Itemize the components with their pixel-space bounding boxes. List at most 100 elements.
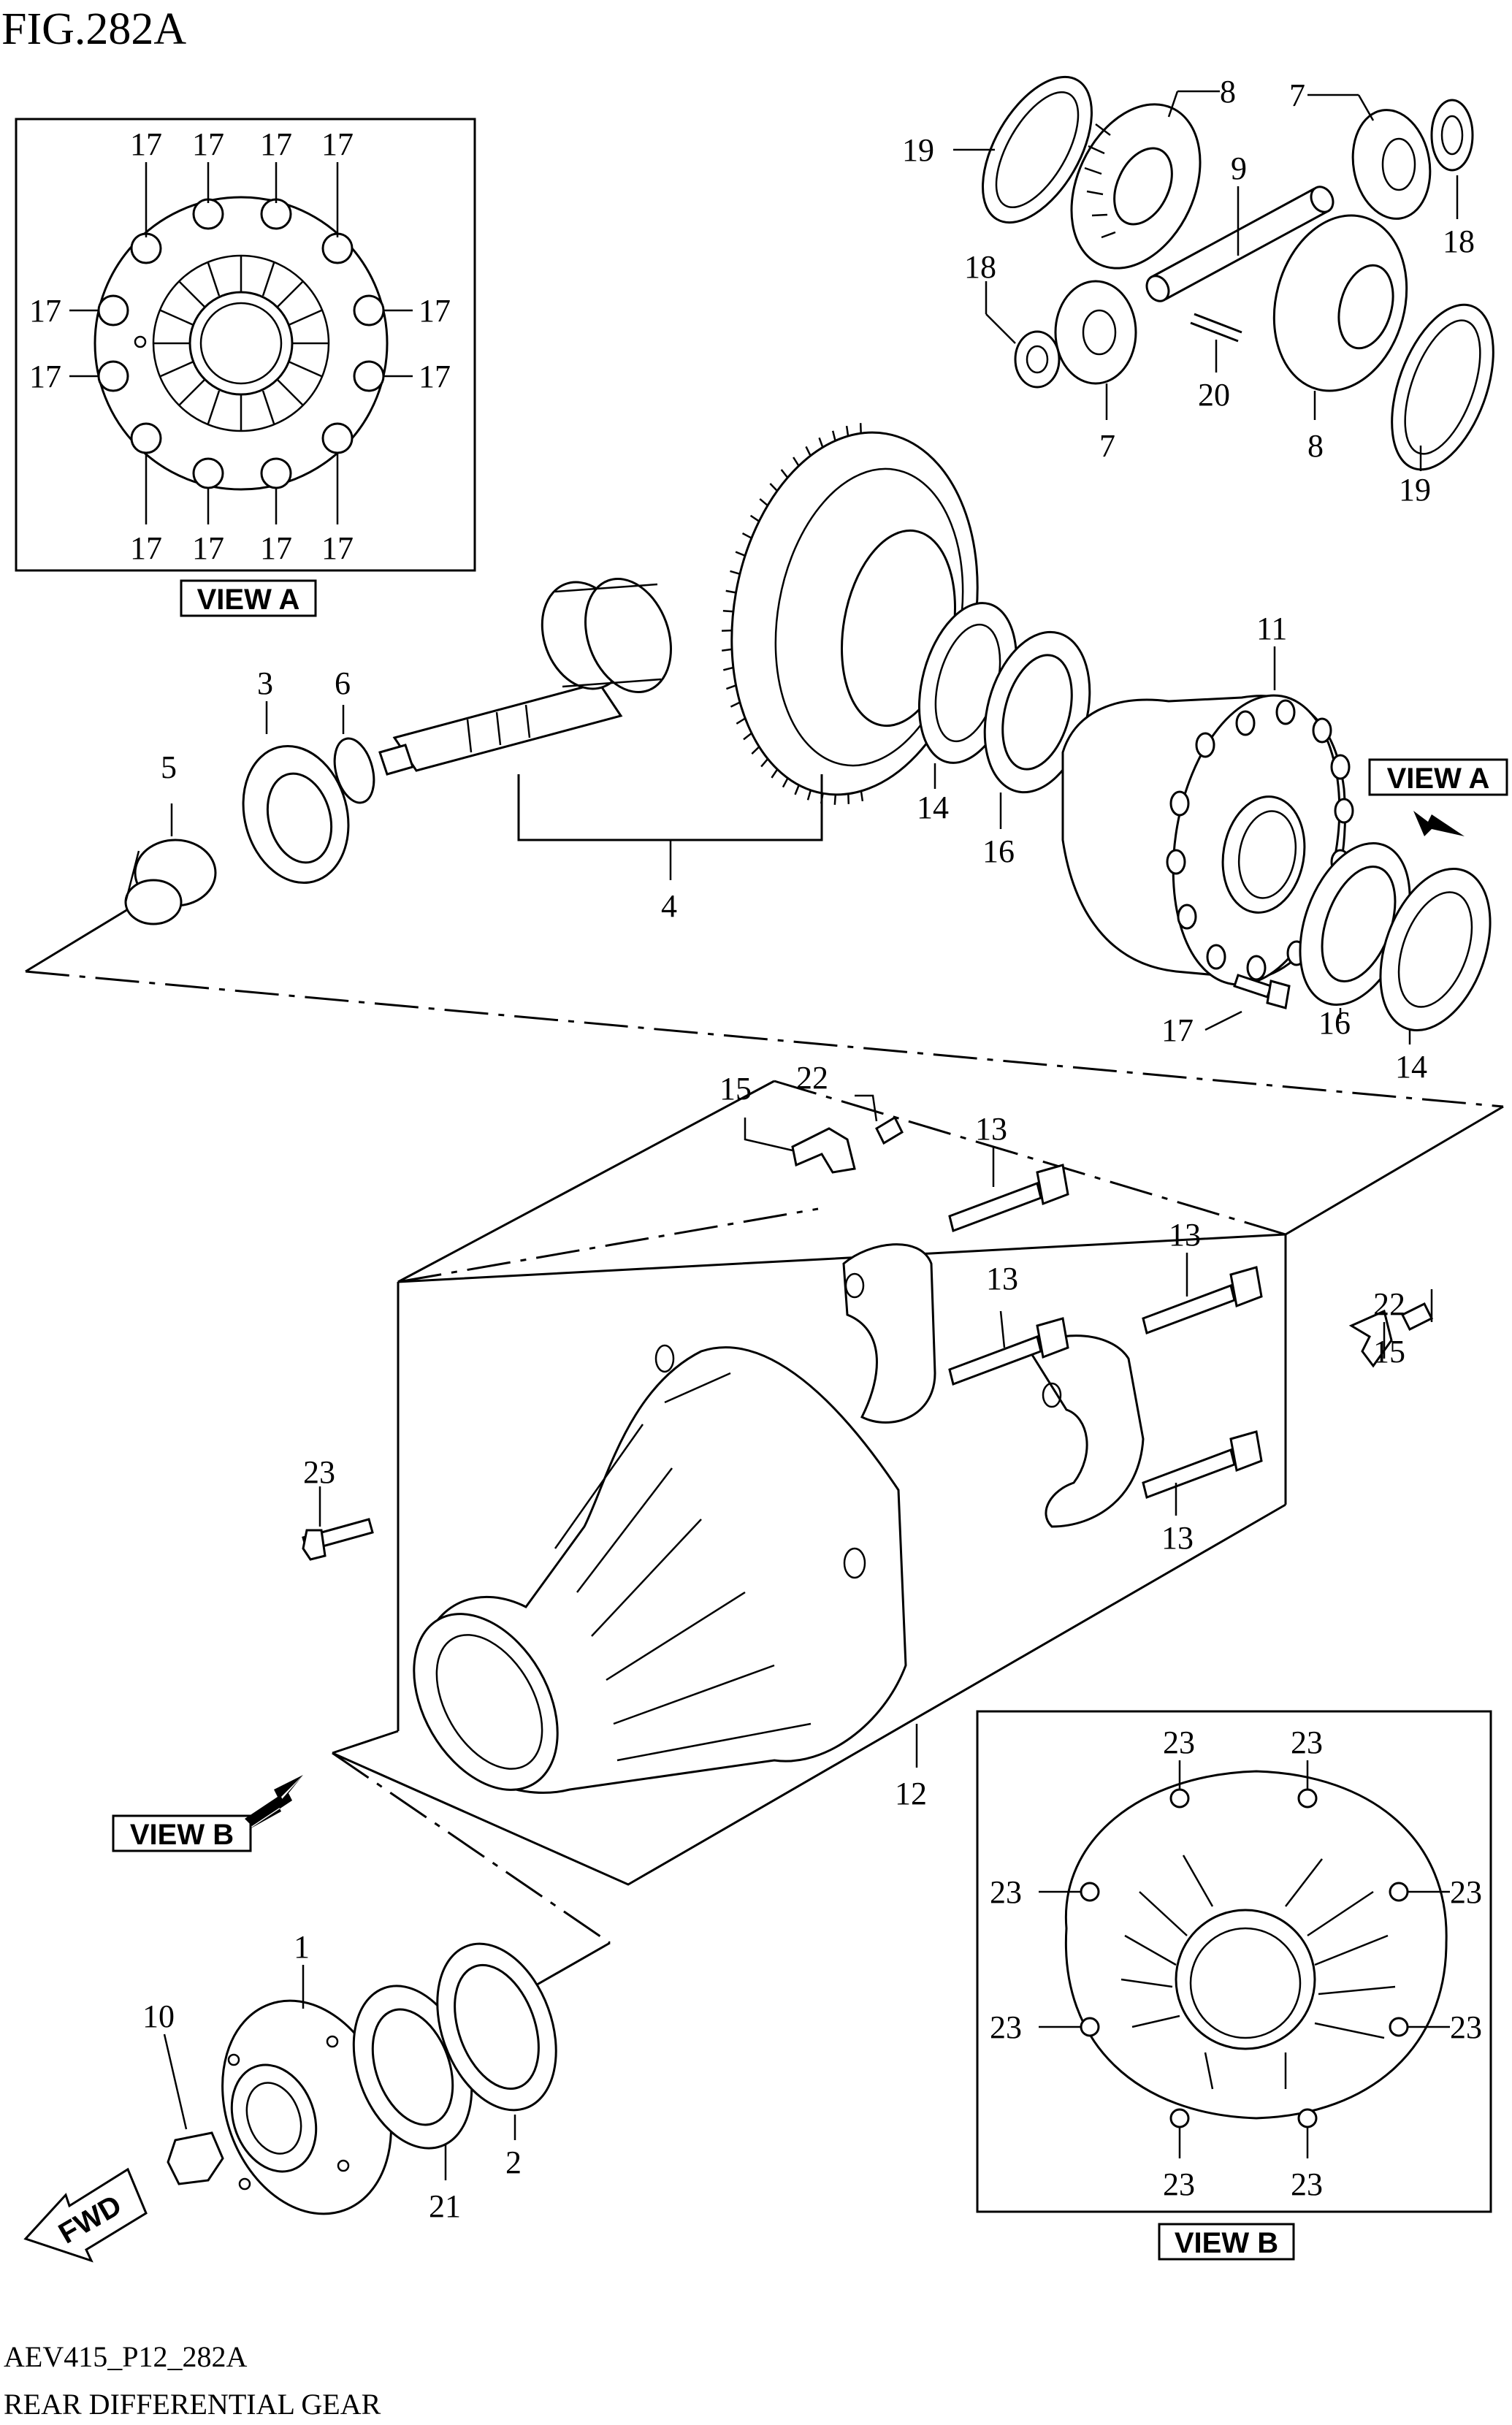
- front-bearing-2: [436, 1942, 557, 2112]
- callout-21: 21: [429, 2188, 461, 2224]
- differential-case-11: 11: [1061, 611, 1354, 986]
- gear-tooth: [741, 532, 752, 539]
- thrust-washer-19: [1391, 303, 1494, 471]
- callout-23: 23: [303, 1454, 335, 1490]
- thrust-washer-19: [982, 75, 1093, 224]
- gear-tooth: [818, 437, 824, 448]
- washer-6: [333, 737, 375, 804]
- callout-14: 14: [1395, 1049, 1427, 1085]
- view-a-bolt-label: 17: [419, 359, 451, 394]
- pinion-bearing-3: [242, 744, 350, 885]
- view-a-bolt-label: 17: [192, 530, 224, 566]
- view-a-marker: VIEW A: [1368, 758, 1508, 836]
- callout-5: 5: [161, 749, 177, 785]
- view-a-bolt-label: 17: [192, 126, 224, 162]
- callout-19: 19: [1399, 472, 1431, 508]
- bearing-cap: [1028, 1334, 1145, 1528]
- callout-13: 13: [975, 1111, 1007, 1147]
- view-b-bolt-label: 23: [1291, 1725, 1323, 1760]
- bolt-hole: [1330, 754, 1351, 780]
- view-b-caption: VIEW B: [1175, 2227, 1278, 2259]
- bolt-hole: [1334, 798, 1354, 824]
- view-a-marker-label: VIEW A: [1387, 763, 1490, 795]
- pinion-bearing-group: 3 6 5: [124, 665, 375, 925]
- callout-2: 2: [505, 2145, 522, 2180]
- assembly-frame-lines: [25, 908, 1504, 1988]
- view-b-marker-label: VIEW B: [130, 1819, 234, 1851]
- view-a-bolt-label: 17: [260, 126, 292, 162]
- view-a-bolt-label: 17: [321, 126, 354, 162]
- pinion-washer-18: [1014, 330, 1061, 389]
- arrow-icon: [1413, 811, 1465, 836]
- bolt-hole: [1246, 955, 1267, 981]
- view-b-bolt-label: 23: [990, 2009, 1022, 2045]
- view-b-bolt-label: 23: [1450, 1874, 1482, 1910]
- drive-pinion: [378, 578, 672, 776]
- callout-9: 9: [1231, 150, 1247, 186]
- pinion-shaft-9: [1145, 186, 1335, 302]
- pinion-gear-7: [1054, 280, 1137, 385]
- view-a-bolt-label: 17: [130, 126, 162, 162]
- callout-1: 1: [294, 1929, 310, 1965]
- bolt-17: [1233, 974, 1291, 1009]
- view-a-bolt-label: 17: [130, 530, 162, 566]
- callout-3: 3: [257, 665, 273, 701]
- callout-8: 8: [1220, 74, 1236, 110]
- callout-12: 12: [895, 1776, 927, 1811]
- view-b-bolt-label: 23: [990, 1874, 1022, 1910]
- gear-tooth: [769, 483, 778, 492]
- callout-15: 15: [1373, 1334, 1405, 1370]
- gear-tooth: [730, 701, 741, 708]
- callout-16: 16: [982, 833, 1015, 869]
- gear-tooth: [833, 794, 837, 805]
- bolt-hole: [1235, 710, 1256, 736]
- callout-20: 20: [1198, 377, 1230, 413]
- gear-tooth: [794, 784, 800, 795]
- view-a-bolt-label: 17: [419, 293, 451, 329]
- carrier-bolt-23: 23: [302, 1454, 374, 1561]
- callout-4: 4: [661, 888, 677, 924]
- gear-tooth: [759, 498, 768, 507]
- gear-tooth: [831, 430, 836, 441]
- fwd-arrow-icon: [23, 2167, 148, 2263]
- view-b-inset: 23 23 23 23 23 23 23 23 VIEW B: [976, 1710, 1492, 2261]
- view-a-bolt-label: 17: [29, 359, 61, 394]
- lock-pin-20: [1190, 313, 1242, 343]
- view-a-bolt-label: 17: [260, 530, 292, 566]
- gear-tooth: [722, 648, 733, 652]
- gear-tooth: [793, 457, 800, 467]
- gear-tooth: [805, 446, 812, 457]
- bolt-hole: [1312, 717, 1332, 744]
- callout-13: 13: [1161, 1520, 1194, 1556]
- callout-6: 6: [335, 665, 351, 701]
- bolt-hole: [1169, 790, 1190, 817]
- callout-17: 17: [1161, 1012, 1194, 1048]
- pinion-washer-18: [1430, 99, 1474, 172]
- ring-and-pinion-set-4: 4: [378, 423, 979, 924]
- gear-tooth: [806, 790, 812, 801]
- bolt-hole: [1206, 944, 1226, 970]
- gear-tooth: [780, 469, 789, 478]
- brackets-15-22: 15 22 22 15: [719, 1060, 1434, 1370]
- pinion-gear-7: [1351, 109, 1432, 220]
- gear-tooth: [723, 666, 734, 671]
- view-a-inset: 17 17 17 17 17 17 17 17 17 17 17 17 VIEW…: [15, 118, 476, 617]
- callout-15: 15: [719, 1071, 752, 1107]
- differential-carrier-12: 12: [413, 1243, 1145, 1811]
- figure-title: FIG.282A: [1, 4, 186, 54]
- view-a-bolt-label: 17: [29, 293, 61, 329]
- view-a-bolt-label: 17: [321, 530, 354, 566]
- callout-13: 13: [986, 1261, 1018, 1296]
- gear-tooth: [760, 758, 769, 768]
- footer-name: REAR DIFFERENTIAL GEAR: [4, 2388, 381, 2421]
- gear-tooth: [730, 570, 741, 575]
- callout-11: 11: [1256, 611, 1287, 646]
- gear-tooth: [735, 551, 746, 557]
- view-b-bolt-label: 23: [1163, 2166, 1195, 2202]
- callout-10: 10: [142, 1998, 175, 2034]
- companion-flange-group: 1 10 21 2: [142, 1929, 557, 2224]
- view-a-caption: VIEW A: [197, 584, 300, 616]
- gear-tooth: [751, 746, 760, 755]
- side-bearing-right: 17 16 14: [1161, 841, 1492, 1085]
